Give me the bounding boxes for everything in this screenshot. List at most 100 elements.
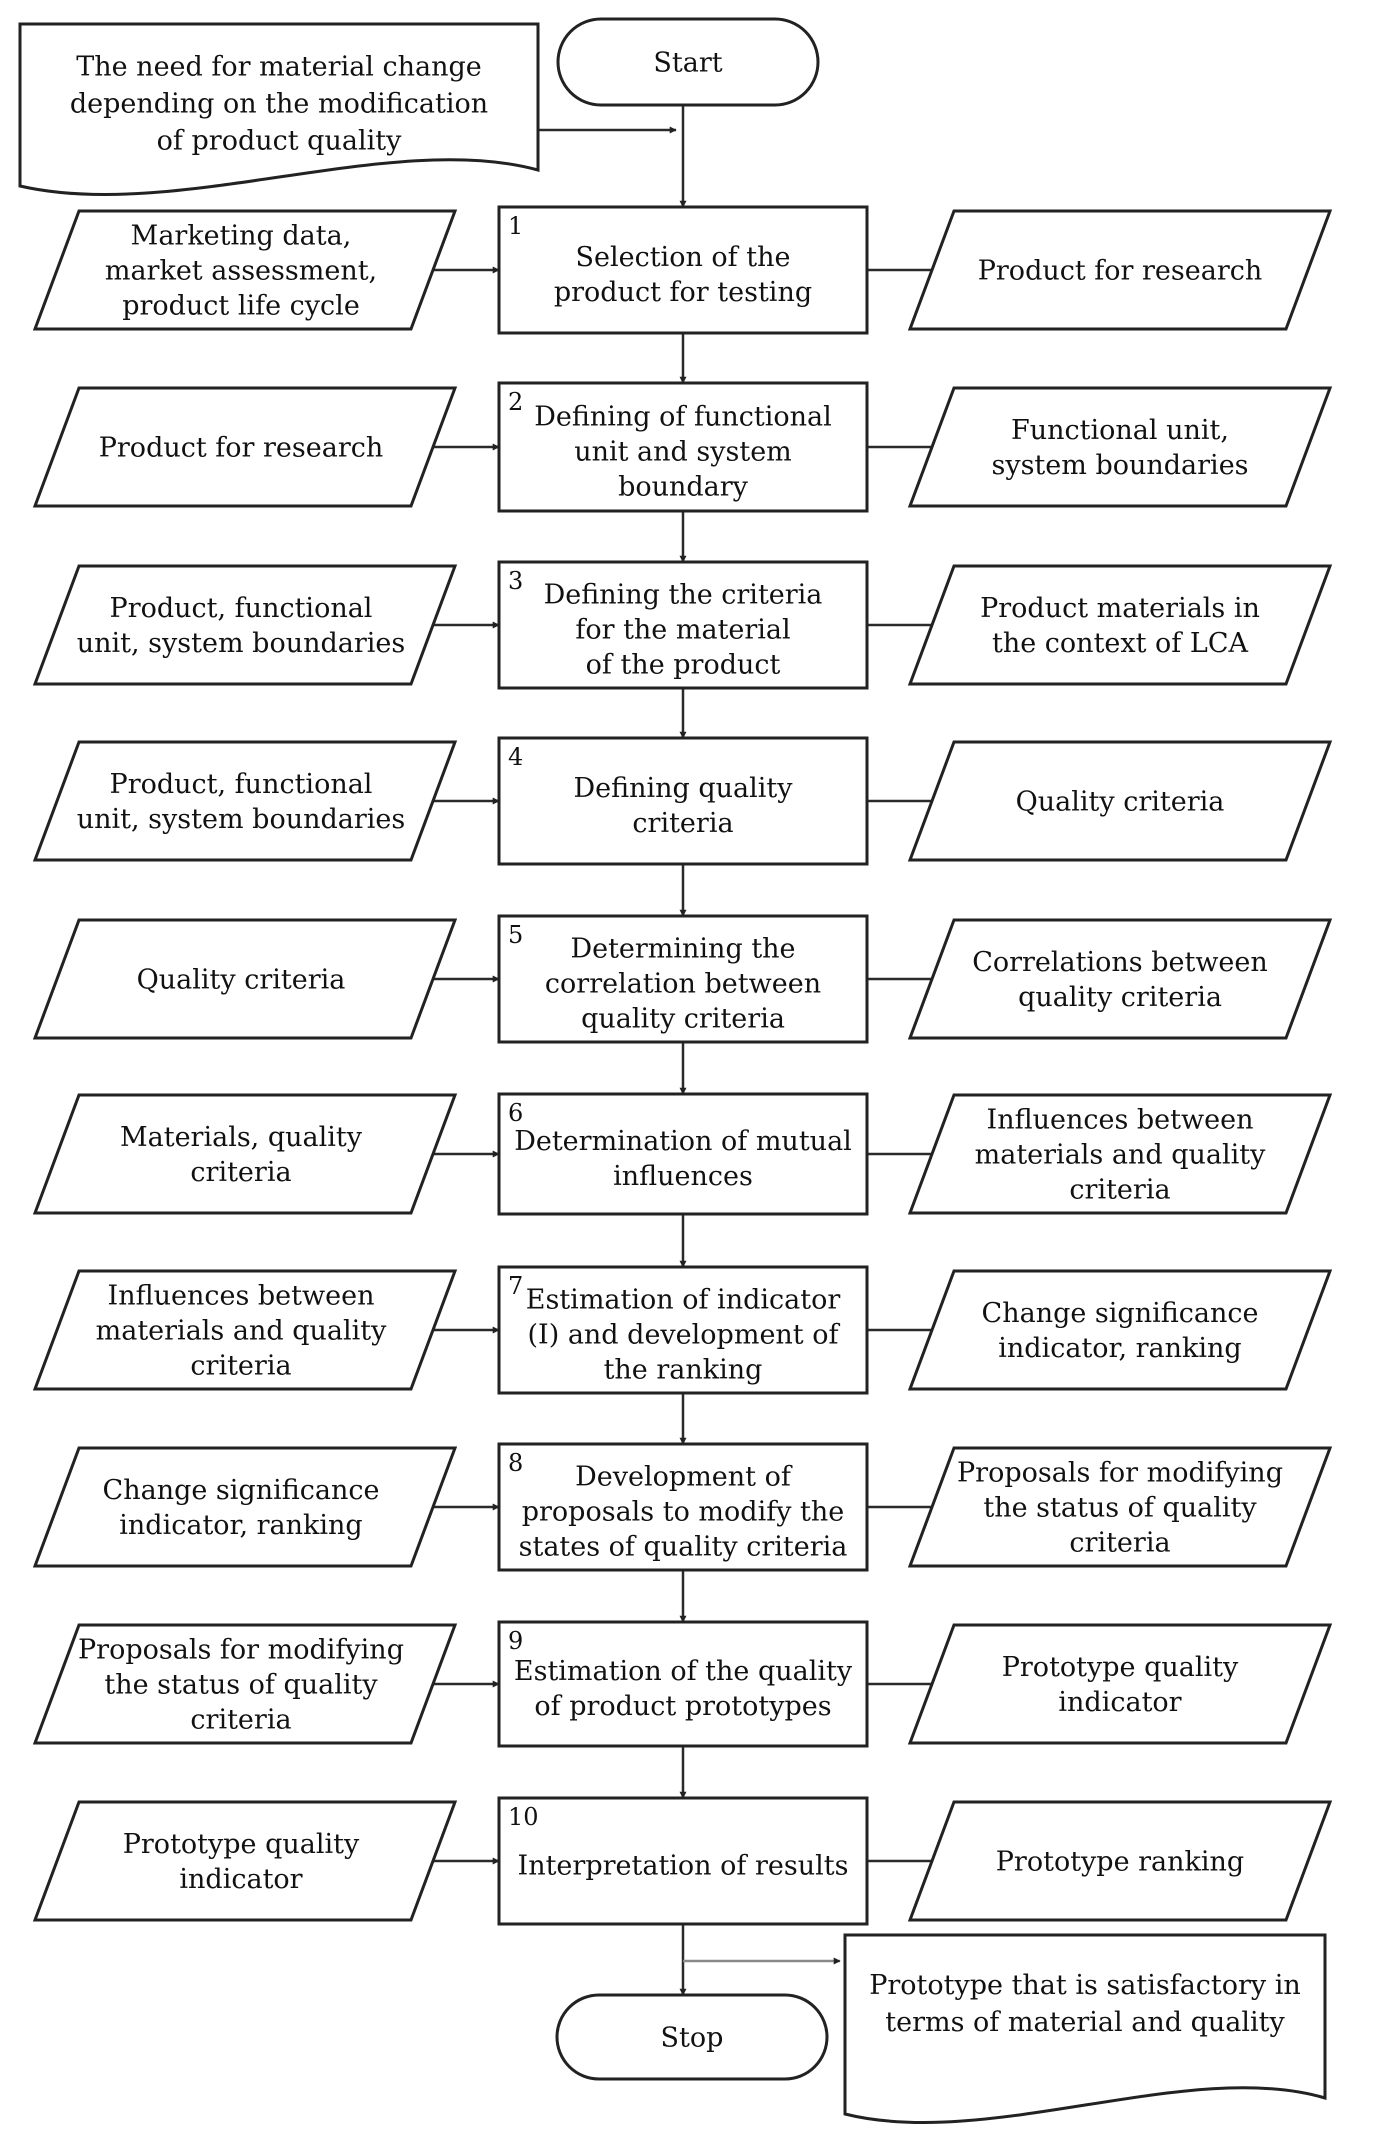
start-terminator [556, 17, 820, 107]
step-4-process-text: Defining quality criteria [573, 773, 793, 839]
step-10-input-text-line: indicator [179, 1864, 302, 1895]
step-7-process-text-line: (I) and development of [528, 1319, 841, 1350]
step-3-input-parallelogram [32, 564, 458, 686]
step-2-process-text-line: boundary [618, 471, 749, 502]
step-7-process-text-line: the ranking [604, 1354, 763, 1385]
step-6-input-text-line: criteria [190, 1157, 291, 1188]
step-5-process-text-line: correlation between [545, 968, 821, 999]
step-7-output-parallelogram [907, 1269, 1333, 1391]
step-6-number: 6 [508, 1099, 523, 1127]
step-3-output-parallelogram [907, 564, 1333, 686]
step-4-output-parallelogram [907, 740, 1333, 862]
step-4-output-text: Quality criteria [1016, 786, 1225, 817]
step-2-output-text-line: system boundaries [991, 450, 1248, 481]
step-2-input-text-line: Product for research [99, 432, 384, 463]
step-9-input-text-line: Proposals for modifying [78, 1634, 404, 1665]
step-10-input-text-line: Prototype quality [123, 1829, 360, 1860]
step-3-input-text: Product, functional unit, system boundari… [77, 593, 405, 659]
step-1-input-parallelogram [32, 209, 458, 331]
need-document-text-line: of product quality [157, 125, 402, 156]
step-2-input-parallelogram [32, 386, 458, 508]
step-3-input-text-line: Product, functional [110, 593, 373, 624]
step-6-process-text-line: influences [613, 1161, 753, 1192]
step-5-output-text-line: quality criteria [1018, 982, 1222, 1013]
step-7-process-text-line: Estimation of indicator [526, 1284, 841, 1315]
need-document-text-line: depending on the modification [70, 88, 488, 119]
step-6-input-text: Materials, quality criteria [120, 1122, 363, 1188]
step-10-input-text: Prototype quality indicator [123, 1829, 360, 1895]
step-7-process-text: Estimation of indicator (I) and developme… [526, 1284, 841, 1385]
step-7-input-text-line: materials and quality [96, 1315, 387, 1346]
step-6-output-text-line: materials and quality [975, 1139, 1266, 1170]
step-5-number: 5 [508, 921, 523, 949]
step-1-output-text-line: Product for research [978, 255, 1263, 286]
step-4-process-box [497, 736, 869, 866]
step-1-output-text: Product for research [978, 255, 1263, 286]
step-6-output-parallelogram [907, 1093, 1333, 1215]
step-1-process-text-line: Selection of the [576, 242, 791, 273]
step-10-output-parallelogram [907, 1800, 1333, 1922]
step-7-output-text-line: indicator, ranking [998, 1333, 1241, 1364]
step-2-process-text-line: unit and system [574, 436, 792, 467]
step-3-process-text-line: of the product [586, 649, 781, 680]
step-4-number: 4 [508, 743, 523, 771]
step-9-output-parallelogram [907, 1623, 1333, 1745]
stop-label: Stop [661, 2022, 724, 2053]
step-8-output-text-line: criteria [1069, 1527, 1170, 1558]
step-1-input-text-line: market assessment, [105, 255, 377, 286]
step-9-number: 9 [508, 1627, 523, 1655]
step-1-input-text-line: product life cycle [122, 290, 360, 321]
step-8-process-text-line: proposals to modify the [522, 1496, 845, 1527]
step-8-input-parallelogram [32, 1446, 458, 1568]
step-9-input-text-line: criteria [190, 1704, 291, 1735]
step-2-process-text: Defining of functional unit and system bou… [534, 401, 832, 502]
step-10-output-text-line: Prototype ranking [996, 1846, 1244, 1877]
step-10-process-box [497, 1796, 869, 1926]
step-6-input-text-line: Materials, quality [120, 1122, 363, 1153]
final-document-text-line: Prototype that is satisfactory in [869, 1970, 1301, 2001]
step-3-input-text-line: unit, system boundaries [77, 628, 405, 659]
step-2-output-parallelogram [907, 386, 1333, 508]
step-3-output-text-line: the context of LCA [992, 628, 1248, 659]
step-1-input-text: Marketing data, market assessment, product… [105, 220, 377, 321]
step-1-input-text-line: Marketing data, [131, 220, 352, 251]
step-9-process-box [497, 1620, 869, 1748]
step-5-input-parallelogram [32, 918, 458, 1040]
step-8-input-text-line: indicator, ranking [119, 1510, 362, 1541]
step-2-output-text: Functional unit, system boundaries [991, 415, 1248, 481]
step-8-output-text-line: the status of quality [983, 1492, 1257, 1523]
step-3-process-text: Defining the criteria for the material of … [544, 579, 823, 680]
step-2-process-text-line: Defining of functional [534, 401, 832, 432]
step-4-process-text-line: Defining quality [573, 773, 793, 804]
step-2-process-box [497, 381, 869, 513]
step-3-process-text-line: Defining the criteria [544, 579, 823, 610]
step-5-process-text-line: Determining the [570, 933, 795, 964]
step-3-process-text-line: for the material [575, 614, 790, 645]
step-4-process-text-line: criteria [632, 808, 733, 839]
step-9-input-parallelogram [32, 1623, 458, 1745]
step-7-input-parallelogram [32, 1269, 458, 1391]
step-2-output-text-line: Functional unit, [1011, 415, 1229, 446]
step-7-input-text-line: criteria [190, 1350, 291, 1381]
step-4-input-parallelogram [32, 740, 458, 862]
step-10-process-text-line: Interpretation of results [518, 1850, 849, 1881]
step-5-output-parallelogram [907, 918, 1333, 1040]
step-7-number: 7 [508, 1272, 523, 1300]
step-10-number: 10 [508, 1803, 539, 1831]
step-4-output-text-line: Quality criteria [1016, 786, 1225, 817]
step-8-process-text-line: Development of [575, 1461, 793, 1492]
